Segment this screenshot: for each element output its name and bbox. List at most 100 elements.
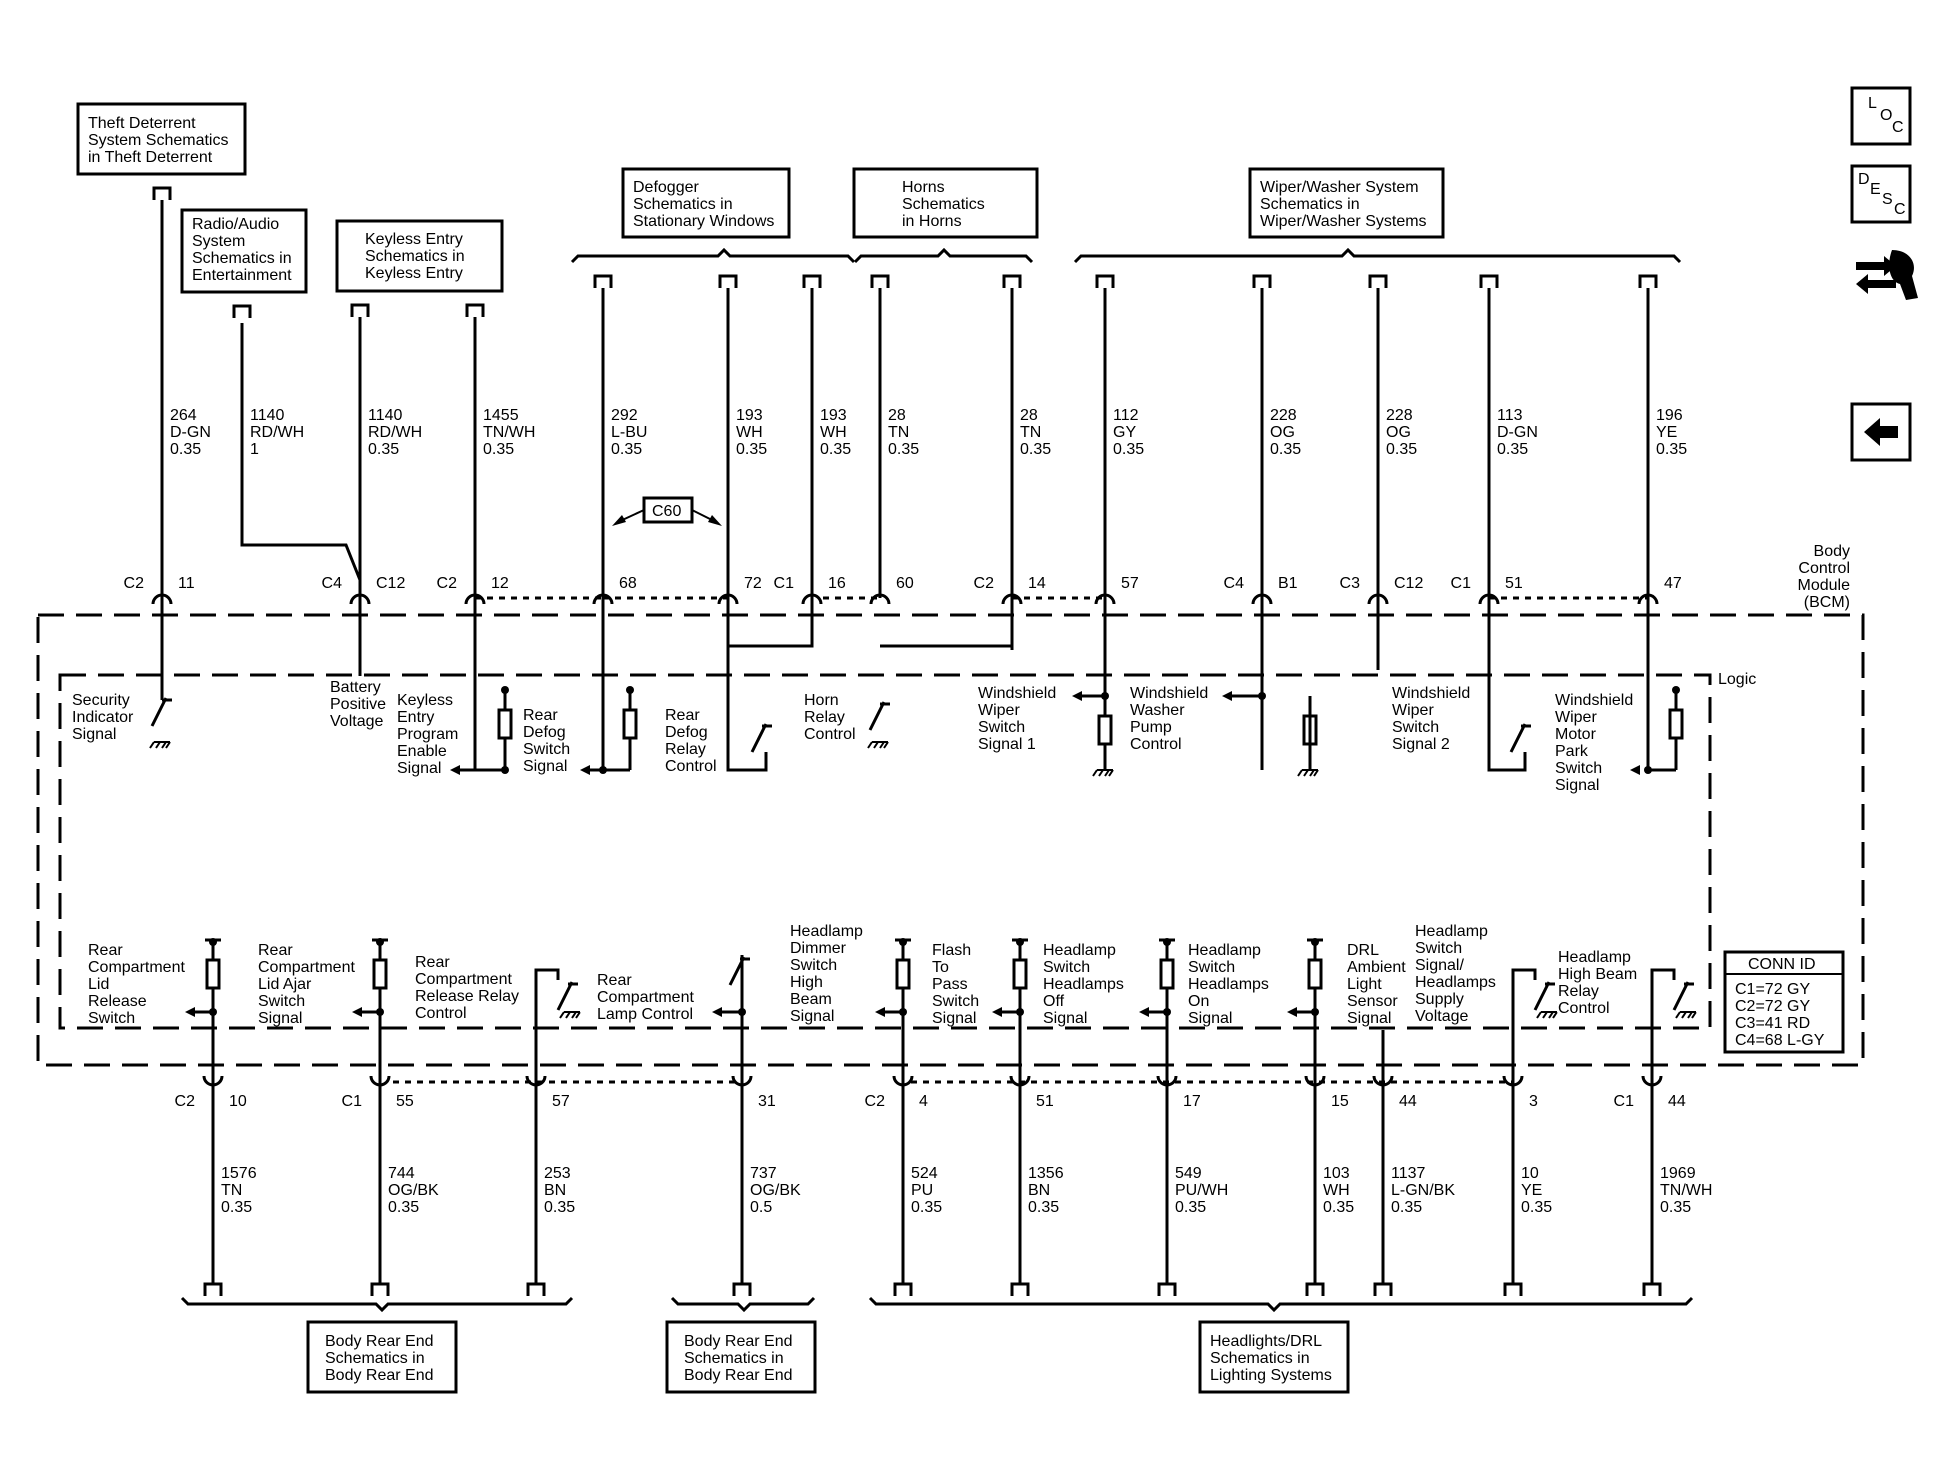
pin-number: 17 — [1183, 1093, 1201, 1110]
ref-body-rear-end-1[interactable]: Body Rear End Schematics in Body Rear En… — [306, 1320, 458, 1394]
function-text: Windshield — [978, 685, 1056, 702]
svg-text:System: System — [192, 233, 245, 250]
function-text: Control — [1558, 1000, 1610, 1017]
wire-circuit: 112 — [1113, 407, 1139, 424]
svg-text:(BCM): (BCM) — [1804, 594, 1850, 611]
function-text: Defog — [665, 724, 708, 741]
pin-number: 51 — [1505, 575, 1523, 592]
function-text: Compartment — [258, 959, 355, 976]
ref-theft-deterrent[interactable]: Theft Deterrent System Schematics in The… — [76, 102, 247, 176]
function-text: Signal — [258, 1010, 302, 1027]
function-text: Battery — [330, 679, 381, 696]
svg-text:Schematics in: Schematics in — [1210, 1350, 1310, 1367]
c60-connector: C60 — [612, 496, 722, 526]
conn-id-box: CONN ID C1=72 GY C2=72 GY C3=41 RD C4=68… — [1723, 950, 1845, 1054]
ref-radio-audio[interactable]: Radio/Audio System Schematics in Enterta… — [180, 208, 308, 294]
function-text: On — [1188, 993, 1209, 1010]
svg-text:Schematics in: Schematics in — [1260, 196, 1360, 213]
function-text: Compartment — [415, 971, 512, 988]
function-text: Enable — [397, 743, 447, 760]
function-text: Wiper — [1555, 709, 1597, 726]
pin-number: 10 — [229, 1093, 247, 1110]
function-text: DRL — [1347, 942, 1379, 959]
function-text: Switch — [978, 719, 1025, 736]
pin-number: 14 — [1028, 575, 1046, 592]
svg-text:C60: C60 — [652, 503, 681, 520]
ref-body-rear-end-2[interactable]: Body Rear End Schematics in Body Rear En… — [665, 1320, 817, 1394]
svg-text:Schematics: Schematics — [902, 196, 985, 213]
wire-color: WH — [820, 424, 847, 441]
wire-color: BN — [544, 1182, 566, 1199]
function-text: Supply — [1415, 991, 1464, 1008]
function-text: Relay — [665, 741, 706, 758]
pin-number: 72 — [744, 575, 762, 592]
logic-outline — [58, 673, 1712, 1030]
bottom-function-label: HeadlampSwitchSignal/HeadlampsSupplyVolt… — [1415, 923, 1496, 1025]
top-pin: C4 C12 — [322, 575, 405, 605]
wire-color: TN — [888, 424, 909, 441]
function-text: Rear — [258, 942, 293, 959]
connector-wrench-icon[interactable] — [1856, 250, 1918, 300]
wire-color: TN/WH — [1660, 1182, 1712, 1199]
svg-text:Defogger: Defogger — [633, 179, 699, 196]
wire-size: 0.35 — [1660, 1199, 1691, 1216]
pin-number: C12 — [376, 575, 405, 592]
top-functions: SecurityIndicatorSignalBatteryPositiveVo… — [72, 650, 1684, 794]
wire-color: PU/WH — [1175, 1182, 1228, 1199]
function-text: Lid — [88, 976, 109, 993]
svg-text:in Horns: in Horns — [902, 213, 962, 230]
pin-connector: C4 — [322, 575, 343, 592]
pin-number: C12 — [1394, 575, 1423, 592]
back-arrow-button[interactable] — [1850, 402, 1912, 462]
wire-color: TN — [221, 1182, 242, 1199]
function-text: Switch — [1415, 940, 1462, 957]
function-text: Headlamp — [1558, 949, 1631, 966]
wire-circuit: 10 — [1521, 1165, 1539, 1182]
bottom-functions: RearCompartmentLidReleaseSwitchRearCompa… — [88, 923, 1697, 1082]
wire-color: RD/WH — [368, 424, 422, 441]
wire-size: 0.35 — [888, 441, 919, 458]
function-text: Signal — [932, 1010, 976, 1027]
wire-size: 0.35 — [611, 441, 642, 458]
wire-size: 0.35 — [1391, 1199, 1422, 1216]
pin-number: 57 — [552, 1093, 570, 1110]
top-logic-symbols — [149, 650, 1684, 777]
function-text: Rear — [523, 707, 558, 724]
function-text: Switch — [523, 741, 570, 758]
function-text: Washer — [1130, 702, 1185, 719]
wire-size: 0.35 — [1028, 1199, 1059, 1216]
ref-keyless-entry[interactable]: Keyless Entry Schematics in Keyless Entr… — [335, 219, 504, 293]
function-text: Headlamp — [790, 923, 863, 940]
desc-button[interactable]: D E S C — [1850, 164, 1912, 224]
wire-circuit: 228 — [1270, 407, 1297, 424]
ref-headlights-drl[interactable]: Headlights/DRL Schematics in Lighting Sy… — [1198, 1320, 1350, 1394]
function-text: Switch — [932, 993, 979, 1010]
wire-size: 0.35 — [221, 1199, 252, 1216]
function-text: Switch — [1392, 719, 1439, 736]
function-text: Signal 1 — [978, 736, 1036, 753]
loc-button[interactable]: L O C — [1850, 86, 1912, 146]
function-text: Headlamps — [1043, 976, 1124, 993]
ref-horns[interactable]: Horns Schematics in Horns — [852, 167, 1039, 239]
wire-color: PU — [911, 1182, 933, 1199]
pin-number: 12 — [491, 575, 509, 592]
wire-size: 0.35 — [1323, 1199, 1354, 1216]
ref-wiper-washer[interactable]: Wiper/Washer System Schematics in Wiper/… — [1248, 167, 1445, 239]
wire-size: 0.35 — [1175, 1199, 1206, 1216]
ref-defogger[interactable]: Defogger Schematics in Stationary Window… — [621, 167, 791, 239]
pin-connector: C4 — [1224, 575, 1245, 592]
